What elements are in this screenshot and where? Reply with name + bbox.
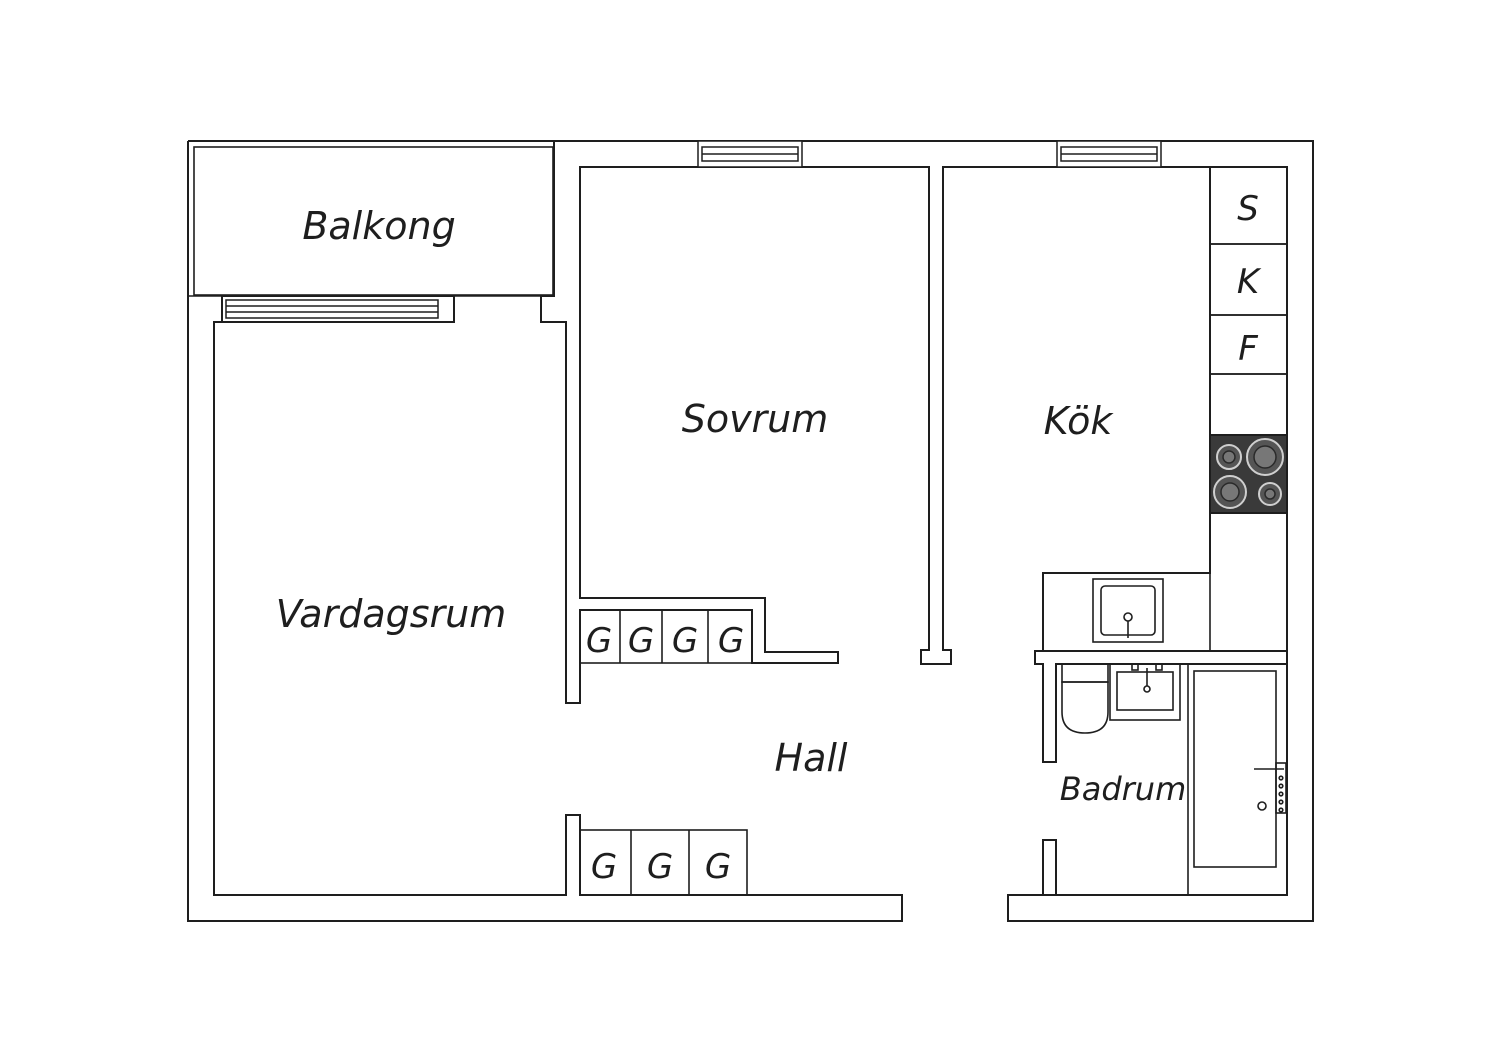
wardrobes-lower: G G G bbox=[579, 829, 748, 896]
kitchen-sink-icon bbox=[1092, 578, 1164, 643]
kitchen-unit-label: K bbox=[1237, 262, 1262, 302]
wardrobe-label: G bbox=[647, 847, 673, 887]
kitchen-unit-label: F bbox=[1238, 329, 1258, 369]
wardrobe-label: G bbox=[705, 847, 731, 887]
room-label-badrum: Badrum bbox=[1060, 770, 1186, 808]
wardrobes-upper: G G G G bbox=[579, 609, 753, 664]
kitchen-unit-column: S K F bbox=[1209, 166, 1288, 652]
room-label-kok: Kök bbox=[1044, 399, 1115, 443]
wardrobe-label: G bbox=[628, 621, 654, 661]
wardrobe-label: G bbox=[718, 621, 744, 661]
room-label-vardagsrum: Vardagsrum bbox=[276, 592, 507, 636]
window-kitchen bbox=[1056, 140, 1162, 168]
window-living-room bbox=[225, 299, 439, 319]
wardrobe-label: G bbox=[591, 847, 617, 887]
wardrobe-label: G bbox=[672, 621, 698, 661]
room-labels: Balkong Vardagsrum Sovrum Kök Hall Badru… bbox=[276, 204, 1187, 808]
kitchen-unit-label: S bbox=[1237, 189, 1259, 229]
room-label-sovrum: Sovrum bbox=[682, 397, 829, 441]
stove-icon bbox=[1209, 434, 1288, 514]
toilet-icon bbox=[1061, 663, 1109, 734]
room-label-balkong: Balkong bbox=[302, 204, 455, 248]
bathtub-icon bbox=[1187, 664, 1287, 895]
wardrobe-label: G bbox=[586, 621, 612, 661]
windows bbox=[225, 140, 1162, 319]
room-label-hall: Hall bbox=[775, 736, 848, 780]
window-bedroom bbox=[697, 140, 803, 168]
bathroom-sink-icon bbox=[1109, 663, 1181, 721]
